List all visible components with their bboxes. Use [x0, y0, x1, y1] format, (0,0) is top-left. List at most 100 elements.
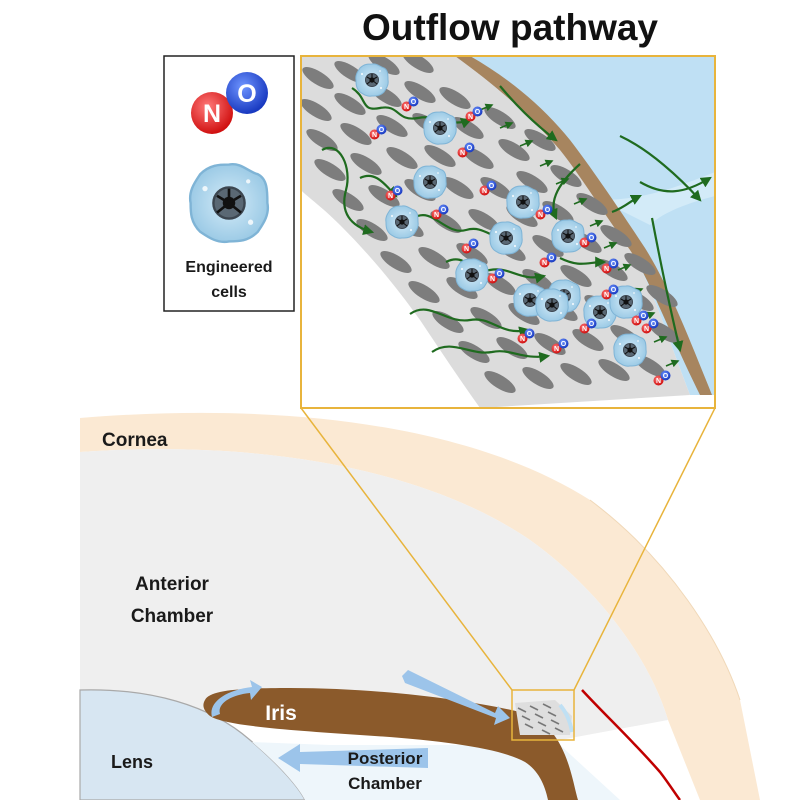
- meshwork-pore: [550, 164, 582, 188]
- flow-arrow-over-iris: [211, 680, 262, 717]
- sclera-red-line: [581, 689, 681, 800]
- meshwork-pore: [600, 224, 632, 248]
- meshwork-pore: [332, 188, 364, 212]
- flow-line: [321, 146, 375, 235]
- engineered-cell-icon: [188, 162, 270, 244]
- flow-line: [499, 85, 558, 142]
- outflow-arrow: [499, 121, 514, 130]
- engineered-cells-label-line2: cells: [211, 284, 247, 301]
- posterior-chamber-label-line1: Posterior: [348, 749, 423, 768]
- engineered-cell: [455, 258, 489, 292]
- meshwork-pore: [468, 208, 500, 232]
- meshwork-pore: [301, 98, 332, 122]
- engineered-cell: [613, 333, 647, 367]
- meshwork-pore: [424, 144, 456, 168]
- sclera-outline: [589, 499, 741, 701]
- flow-line: [650, 217, 684, 353]
- flow-arrow-to-angle: [402, 670, 510, 725]
- meshwork-pore: [418, 246, 450, 270]
- juxtacanalicular-tissue: [455, 56, 712, 395]
- angle-meshwork-region: [511, 689, 575, 741]
- engineered-cells-label-line1: Engineered: [185, 259, 272, 276]
- meshwork-pore: [368, 184, 400, 208]
- zoom-frame: [300, 55, 716, 409]
- flow-line: [445, 258, 547, 284]
- anterior-chamber: [80, 449, 668, 740]
- meshwork-pore: [462, 146, 494, 170]
- legend-box: N O Engineered cells: [163, 55, 295, 312]
- meshwork-pore: [572, 328, 604, 352]
- eye-cross-section: Cornea Anterior Chamber Iris Lens Poster…: [79, 412, 760, 800]
- meshwork-pore: [350, 152, 382, 176]
- flow-line: [611, 195, 642, 214]
- outflow-arrow: [617, 263, 632, 272]
- outflow-arrow: [573, 197, 588, 206]
- flow-line: [409, 308, 531, 338]
- oxygen-atom-label: O: [237, 80, 256, 108]
- iris-label: Iris: [265, 702, 297, 725]
- meshwork-pore: [598, 358, 630, 382]
- flow-arrow-posterior: [278, 744, 428, 772]
- meshwork-pore: [306, 128, 338, 152]
- meshwork-pore: [314, 158, 346, 182]
- engineered-cell: [551, 219, 585, 253]
- meshwork-pore: [442, 176, 474, 200]
- lens: [79, 689, 306, 800]
- engineered-cell: [535, 288, 569, 322]
- nitric-oxide-icon: N O: [191, 72, 268, 134]
- outflow-arrow: [589, 219, 604, 228]
- meshwork-pore: [498, 138, 530, 162]
- meshwork-pore: [439, 86, 471, 110]
- zoom-connector-lines: [300, 407, 716, 691]
- meshwork-pore: [524, 128, 556, 152]
- meshwork-pore: [302, 66, 334, 90]
- flow-line: [619, 135, 702, 202]
- cornea-label: Cornea: [102, 430, 168, 451]
- flow-lines: [321, 85, 712, 368]
- flow-line: [431, 345, 551, 363]
- anterior-chamber-label-line2: Chamber: [131, 606, 214, 627]
- meshwork-pore: [380, 250, 412, 274]
- posterior-chamber-label-line2: Chamber: [348, 774, 422, 793]
- outflow-arrow: [479, 103, 494, 112]
- meshwork-pore: [560, 362, 592, 386]
- meshwork-pore: [560, 264, 592, 288]
- flow-line: [559, 256, 607, 268]
- meshwork-pore: [386, 146, 418, 170]
- outflow-arrow: [603, 241, 618, 250]
- engineered-cell: [355, 63, 389, 97]
- meshwork-pore: [432, 310, 464, 334]
- meshwork-pore: [624, 252, 656, 276]
- flow-line: [639, 176, 712, 193]
- meshwork-pore: [516, 170, 548, 194]
- anterior-chamber-label-line1: Anterior: [135, 574, 210, 595]
- meshwork-pore: [484, 370, 516, 394]
- lens-label: Lens: [111, 752, 153, 772]
- schlemms-canal-fluid: [455, 56, 715, 395]
- nitrogen-atom-label: N: [203, 100, 221, 128]
- meshwork-pore: [522, 366, 554, 390]
- outflow-arrow: [665, 359, 680, 368]
- meshwork-pore: [532, 234, 564, 258]
- engineered-cell: [489, 221, 523, 255]
- aqueous-flow-arrows: [211, 670, 510, 772]
- outflow-arrow: [539, 159, 554, 168]
- meshwork-pore: [408, 280, 440, 304]
- cornea: [80, 412, 760, 800]
- outflow-arrow: [555, 177, 570, 186]
- engineered-cell: [506, 185, 540, 219]
- engineered-cell: [413, 165, 447, 199]
- meshwork-pore: [404, 80, 436, 104]
- engineered-cell: [423, 111, 457, 145]
- meshwork-pore: [376, 114, 408, 138]
- meshwork-pore: [368, 56, 400, 76]
- engineered-cell: [385, 205, 419, 239]
- meshwork-pore: [334, 92, 366, 116]
- zoom-panel: [300, 55, 716, 409]
- outflow-arrow: [519, 139, 534, 148]
- flow-line: [547, 163, 581, 221]
- outflow-arrow: [653, 335, 668, 344]
- iris: [203, 688, 578, 800]
- diagram-title: Outflow pathway: [362, 7, 658, 48]
